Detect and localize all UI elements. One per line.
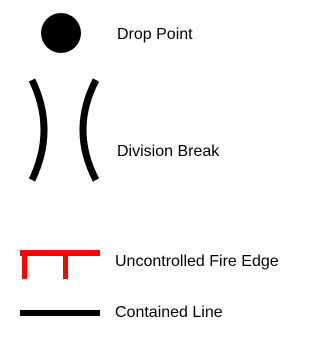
legend-item-division-break: Division Break <box>0 74 328 186</box>
drop-point-icon <box>41 13 81 53</box>
legend-item-uncontrolled-fire-edge: Uncontrolled Fire Edge <box>0 244 328 284</box>
uncontrolled-fire-edge-icon <box>20 250 100 279</box>
legend-item-contained-line: Contained Line <box>0 300 328 330</box>
division-break-icon <box>28 78 100 182</box>
contained-line-icon <box>20 310 100 316</box>
legend-label-contained-line: Contained Line <box>115 304 223 321</box>
legend-label-uncontrolled-fire-edge: Uncontrolled Fire Edge <box>115 253 279 270</box>
legend-label-drop-point: Drop Point <box>117 26 193 43</box>
legend-item-drop-point: Drop Point <box>0 10 328 60</box>
legend-label-division-break: Division Break <box>117 143 220 160</box>
